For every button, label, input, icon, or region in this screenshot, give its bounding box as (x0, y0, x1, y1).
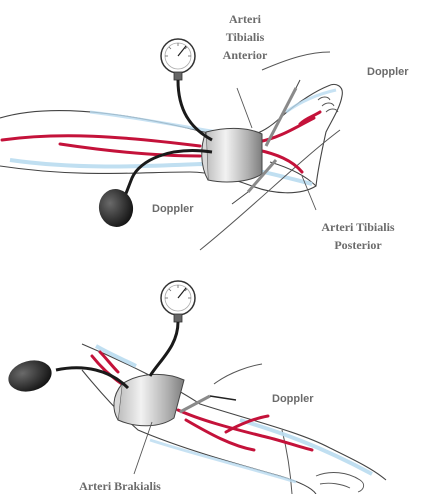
hand (316, 473, 364, 492)
svg-text:Arteri Tibialis: Arteri Tibialis (321, 220, 395, 234)
label-arteri-tibialis-anterior: Arteri Tibialis Anterior (223, 12, 268, 62)
label-doppler-bottom: Doppler (272, 393, 314, 405)
bed-edge-line-top (262, 52, 330, 70)
svg-text:Posterior: Posterior (334, 238, 382, 252)
label-arteri-tibialis-posterior: Arteri Tibialis Posterior (321, 220, 395, 252)
leg-doppler-probe-anterior (266, 80, 300, 146)
svg-text:Tibialis: Tibialis (226, 30, 265, 44)
brachial-leader-line (134, 422, 152, 474)
label-doppler-top-right: Doppler (367, 66, 409, 78)
arm-cuff (114, 374, 184, 425)
leg-cuff (202, 128, 262, 182)
leg-illustration (0, 52, 342, 250)
label-doppler-top-left: Doppler (152, 203, 194, 215)
arm-pressure-gauge (150, 281, 195, 376)
label-arteri-brakialis: Arteri Brakialis (79, 479, 161, 493)
svg-text:Arteri: Arteri (229, 12, 262, 26)
arm-shading-bottom (150, 440, 296, 482)
toes (318, 97, 338, 112)
arm-doppler-probe (180, 396, 236, 412)
svg-text:Anterior: Anterior (223, 48, 268, 62)
